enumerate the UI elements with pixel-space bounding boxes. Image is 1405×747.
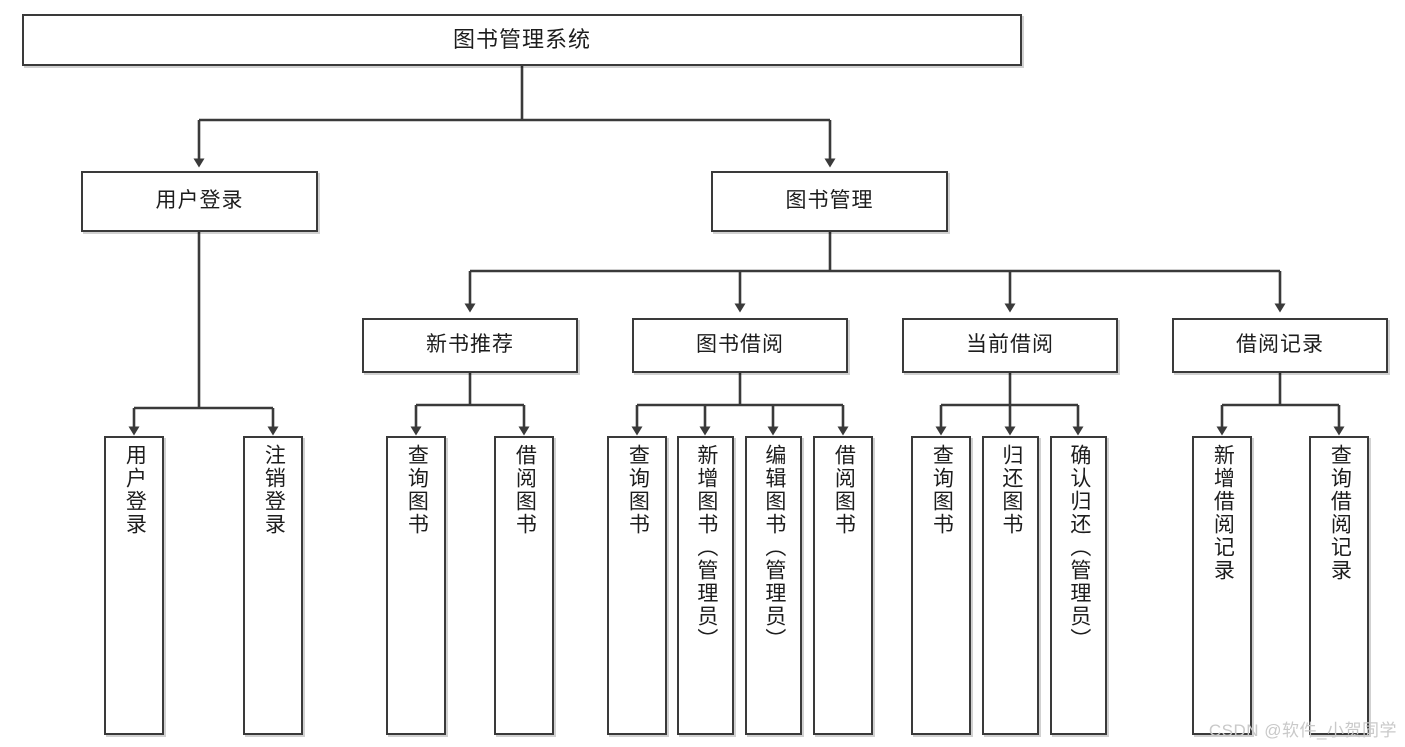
- node-label: 确认归还（管理员）: [1067, 444, 1091, 651]
- leaf-book-borrow-query[interactable]: 查询图书: [607, 436, 667, 735]
- node-label: 查询图书: [930, 444, 954, 536]
- node-label: 借阅记录: [1236, 333, 1324, 357]
- node-current-borrow[interactable]: 当前借阅: [902, 318, 1118, 373]
- leaf-borrow-record-query[interactable]: 查询借阅记录: [1309, 436, 1369, 735]
- node-root-system[interactable]: 图书管理系统: [22, 14, 1022, 66]
- node-book-management[interactable]: 图书管理: [711, 171, 948, 232]
- node-book-borrow[interactable]: 图书借阅: [632, 318, 848, 373]
- leaf-new-book-borrow[interactable]: 借阅图书: [494, 436, 554, 735]
- leaf-current-borrow-return[interactable]: 归还图书: [982, 436, 1039, 735]
- leaf-user-login-signin[interactable]: 用户登录: [104, 436, 164, 735]
- node-label: 借阅图书: [513, 444, 537, 536]
- node-label: 新增借阅记录: [1211, 444, 1235, 582]
- watermark-text: CSDN @软件_小贺同学: [1208, 721, 1397, 740]
- node-label: 查询图书: [626, 444, 650, 536]
- node-label: 当前借阅: [966, 333, 1054, 357]
- leaf-borrow-record-add[interactable]: 新增借阅记录: [1192, 436, 1252, 735]
- leaf-new-book-query[interactable]: 查询图书: [386, 436, 446, 735]
- node-label: 新书推荐: [426, 333, 514, 357]
- leaf-book-borrow-edit[interactable]: 编辑图书（管理员）: [745, 436, 802, 735]
- node-label: 注销登录: [262, 444, 286, 536]
- node-label: 查询图书: [405, 444, 429, 536]
- node-label: 图书管理系统: [452, 27, 591, 53]
- leaf-book-borrow-add[interactable]: 新增图书（管理员）: [677, 436, 734, 735]
- node-label: 归还图书: [999, 444, 1023, 536]
- node-label: 编辑图书（管理员）: [762, 444, 786, 651]
- node-new-book-recommend[interactable]: 新书推荐: [362, 318, 578, 373]
- node-user-login[interactable]: 用户登录: [81, 171, 318, 232]
- node-label: 借阅图书: [832, 444, 856, 536]
- node-label: 查询借阅记录: [1328, 444, 1352, 582]
- node-label: 图书借阅: [696, 333, 784, 357]
- leaf-current-borrow-confirm-return[interactable]: 确认归还（管理员）: [1050, 436, 1107, 735]
- node-label: 用户登录: [123, 444, 147, 536]
- leaf-user-login-signout[interactable]: 注销登录: [243, 436, 303, 735]
- node-label: 图书管理: [785, 189, 874, 213]
- node-borrow-record[interactable]: 借阅记录: [1172, 318, 1388, 373]
- leaf-book-borrow-lend[interactable]: 借阅图书: [813, 436, 873, 735]
- node-label: 用户登录: [155, 189, 244, 213]
- node-label: 新增图书（管理员）: [694, 444, 718, 651]
- leaf-current-borrow-query[interactable]: 查询图书: [911, 436, 971, 735]
